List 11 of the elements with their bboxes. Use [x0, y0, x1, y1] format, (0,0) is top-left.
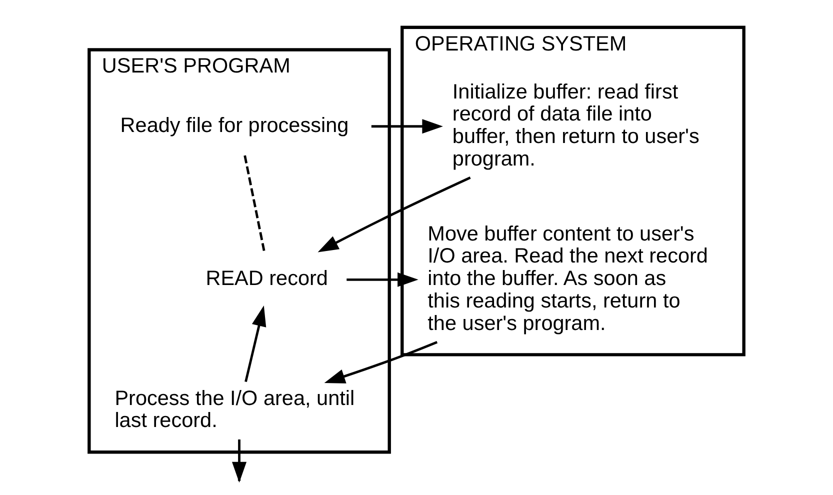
arrow — [346, 272, 418, 287]
node-text: READ record — [206, 267, 328, 290]
connector — [244, 155, 266, 251]
arrow — [371, 119, 443, 134]
node-text: Initialize buffer: read first record of data file into buffer, then return to user's program. — [452, 80, 700, 170]
node-text: Process the I/O area, until last record. — [114, 386, 355, 432]
node-text: Ready file for processing — [120, 114, 349, 137]
arrow — [318, 176, 471, 252]
arrow — [244, 305, 266, 382]
arrow — [324, 340, 438, 384]
node-text: Move buffer content to user's I/O area. Read the next record into the buffer. As soon as this reading starts, return to the user's program. — [428, 222, 708, 335]
